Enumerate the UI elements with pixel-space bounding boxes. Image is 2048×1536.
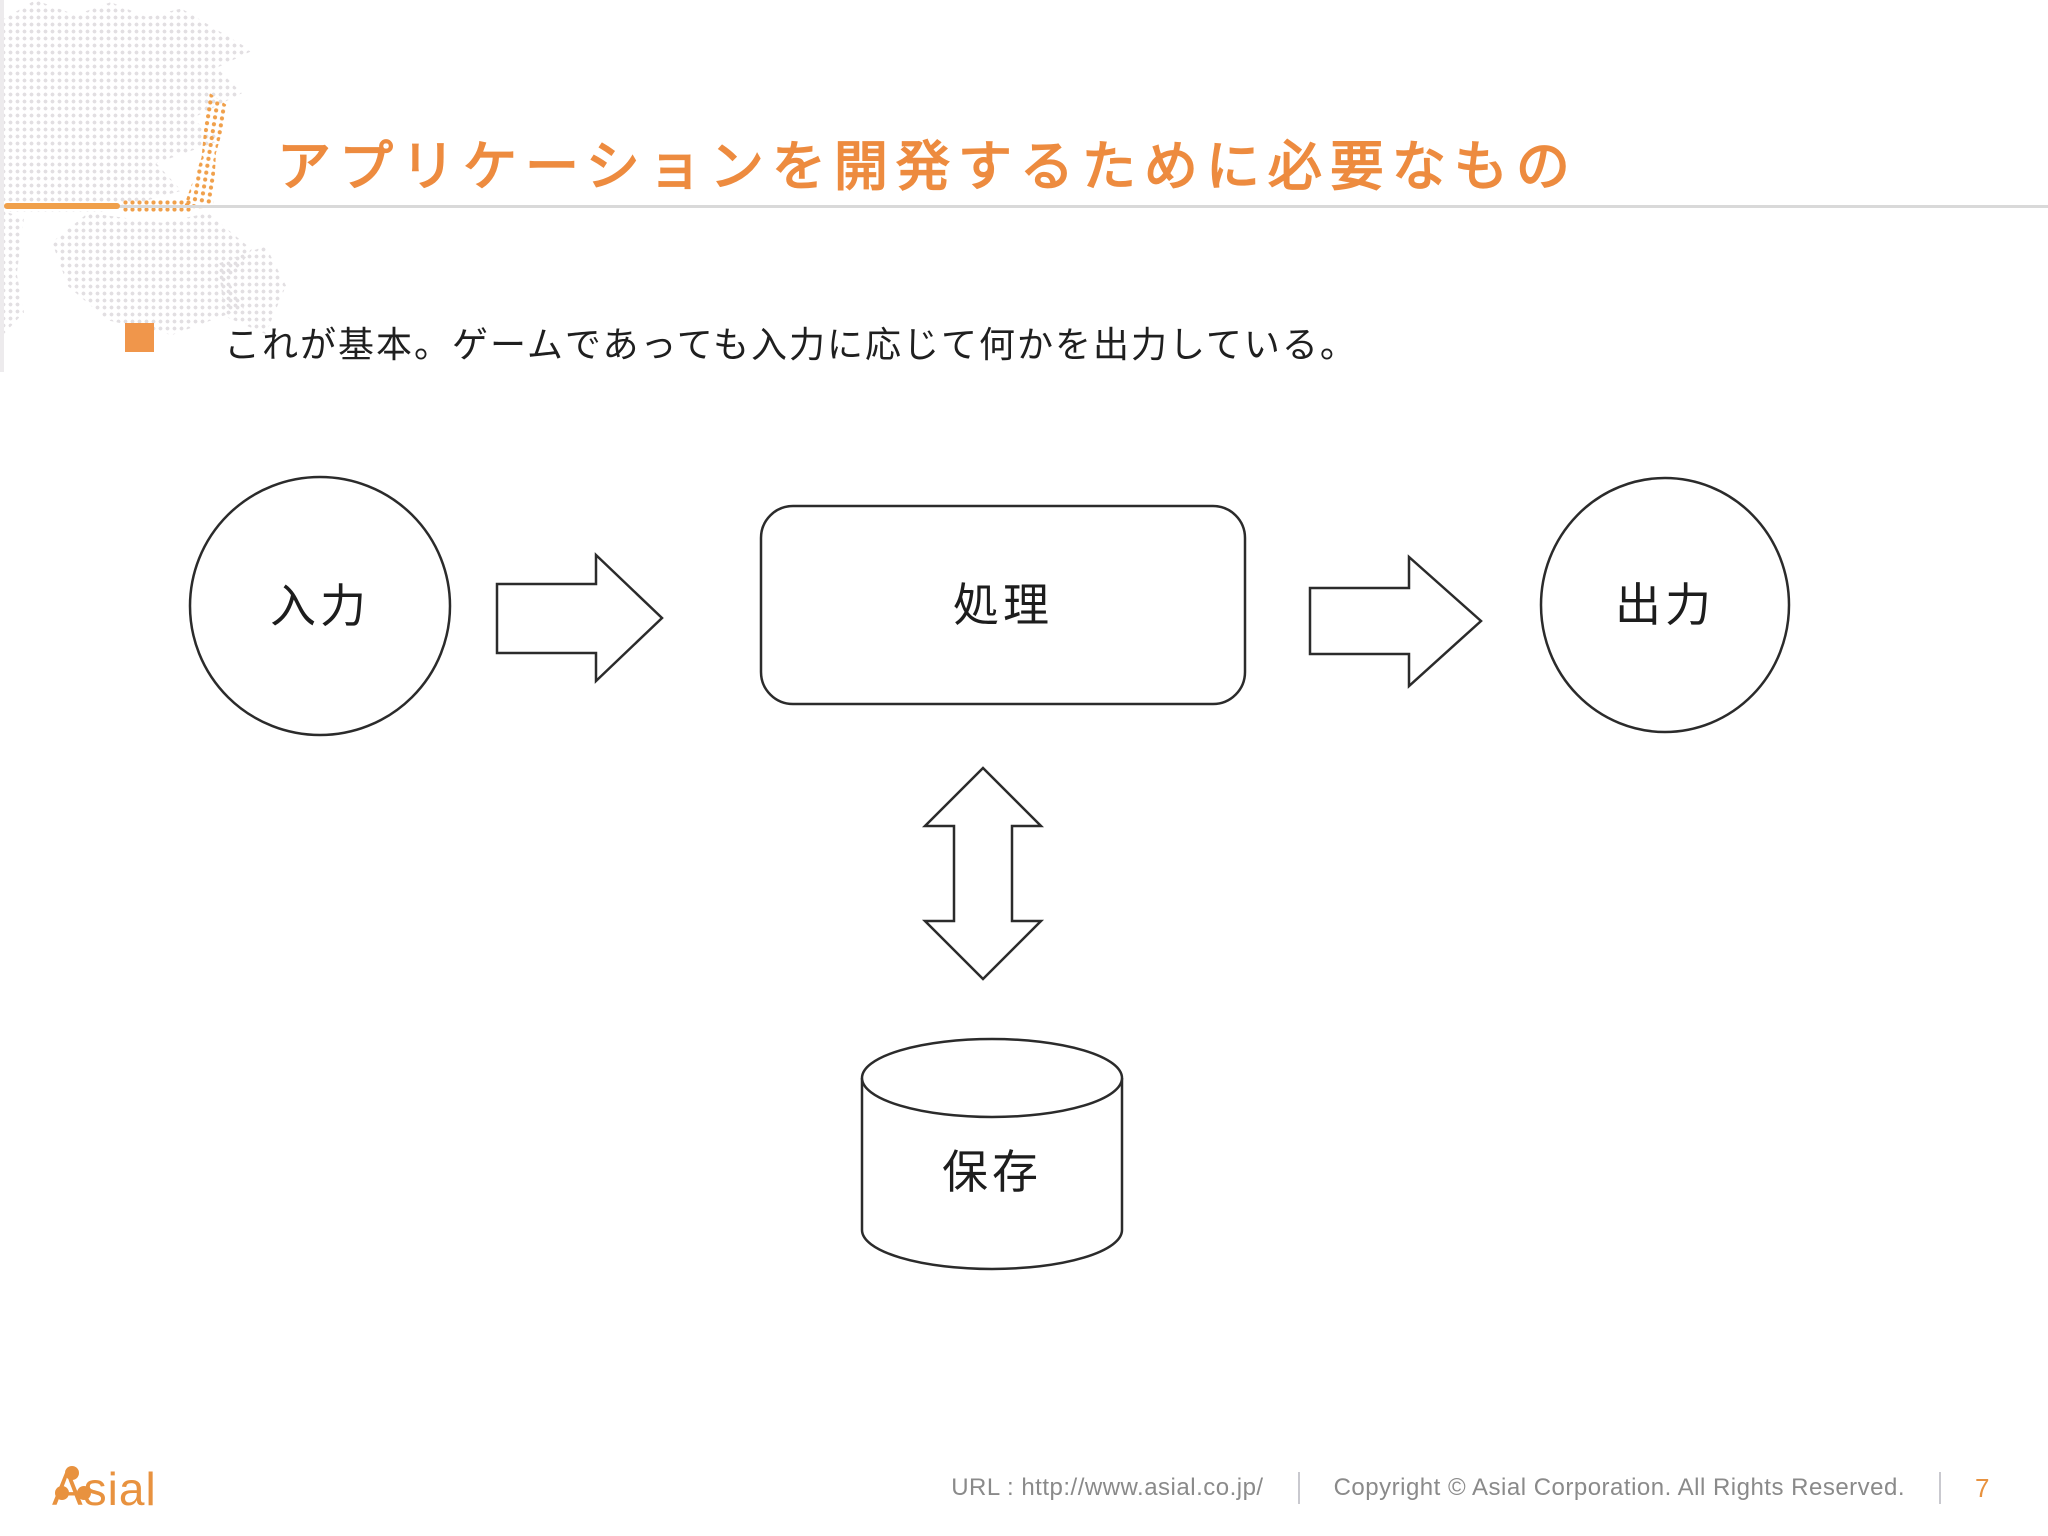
storage-node-label: 保存 bbox=[942, 1146, 1042, 1198]
arrow-right-icon bbox=[495, 552, 664, 684]
storage-node-cylinder-body bbox=[860, 1078, 1124, 1271]
output-node-label: 出力 bbox=[1615, 579, 1715, 631]
asial-logo-icon bbox=[55, 1466, 91, 1500]
footer-separator bbox=[1297, 1472, 1300, 1504]
footer: URL : http://www.asial.co.jp/ Copyright … bbox=[951, 1472, 1990, 1504]
bullet-text: これが基本。ゲームであっても入力に応じて何かを出力している。 bbox=[224, 324, 1358, 365]
page-number: 7 bbox=[1975, 1472, 1990, 1503]
arrow-right-icon bbox=[1308, 554, 1483, 689]
left-edge-strip bbox=[0, 0, 4, 372]
input-node-label: 入力 bbox=[270, 580, 370, 632]
bullet-marker bbox=[125, 323, 154, 352]
output-node-circle bbox=[1539, 476, 1791, 734]
process-node-label: 処理 bbox=[953, 579, 1053, 631]
storage-node-cylinder-top bbox=[860, 1037, 1124, 1119]
footer-url: URL : http://www.asial.co.jp/ bbox=[951, 1474, 1264, 1501]
footer-copyright: Copyright © Asial Corporation. All Right… bbox=[1333, 1474, 1906, 1501]
process-node-box bbox=[759, 504, 1247, 706]
header-accent-line bbox=[4, 203, 120, 209]
header-divider bbox=[118, 205, 2048, 208]
input-node-circle bbox=[188, 475, 452, 737]
bullet-row: これが基本。ゲームであっても入力に応じて何かを出力している。 bbox=[125, 316, 1358, 368]
footer-separator bbox=[1939, 1472, 1942, 1504]
page-title: アプリケーションを開発するために必要なもの bbox=[277, 137, 1578, 197]
arrow-up-down-icon bbox=[921, 766, 1045, 981]
asial-logo-text: Asial bbox=[52, 1463, 157, 1515]
